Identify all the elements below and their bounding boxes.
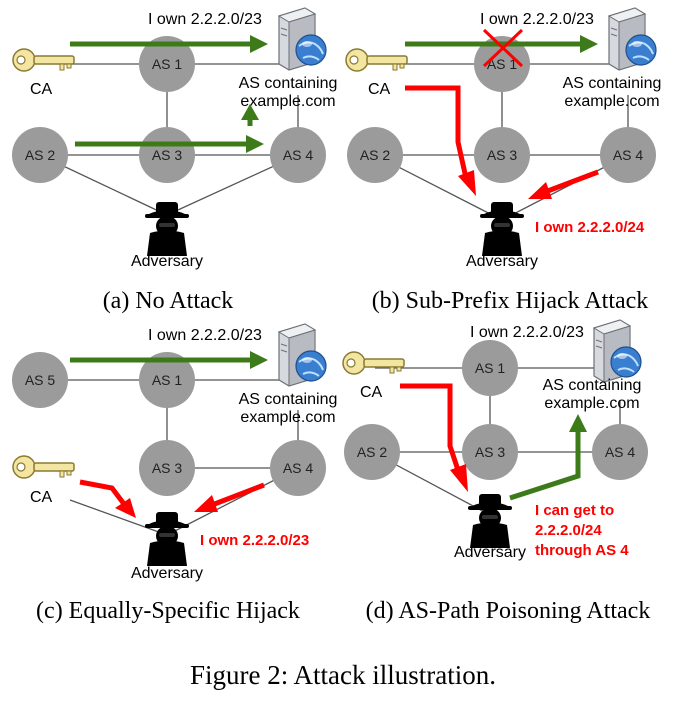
arrowhead [528,182,552,199]
node-label: AS 3 [487,147,518,163]
panel-a: CA AS 1 AS 2 AS 3 AS 4 I own 2.2.2.0/23 … [12,7,338,270]
node-as1 [139,36,195,92]
node-as3 [462,424,518,480]
panel-d: CA AS 1 AS 2 AS 3 AS 4 I own 2.2.2.0/23 … [342,319,648,561]
ca-key-icon [345,48,408,72]
server-icon [608,7,657,71]
server-label: example.com [544,395,639,412]
ca-key-icon [12,455,75,479]
attack-claim: 2.2.2.0/24 [535,522,602,539]
node-label: AS 1 [475,360,506,376]
arrowhead [458,170,476,196]
ca-key-icon [12,48,75,72]
ca-key-icon [342,351,405,375]
panel-caption: (d) AS-Path Poisoning Attack [366,598,651,624]
adversary-label: Adversary [454,544,526,561]
panel-caption: (b) Sub-Prefix Hijack Attack [372,288,649,314]
cross-icon [482,28,524,68]
arrowhead [241,104,259,120]
node-as2 [344,424,400,480]
node-label: AS 3 [152,147,183,163]
node-label: AS 4 [605,444,636,460]
node-as1 [474,36,530,92]
node-label: AS 4 [283,460,314,476]
server-label: example.com [240,93,335,110]
node-label: AS 2 [25,147,56,163]
arrowhead [250,35,268,53]
attack-claim: I own 2.2.2.0/24 [535,219,645,236]
arrowhead [580,35,598,53]
attack-arrow [405,85,469,179]
node-as1 [462,340,518,396]
attack-arrow [544,169,599,195]
ca-label: CA [360,384,383,401]
server-icon [593,319,642,383]
server-icon [278,323,327,387]
node-label: AS 2 [360,147,391,163]
adversary-label: Adversary [131,253,203,270]
attack-arrow [79,479,126,506]
node-as2 [347,127,403,183]
arrowhead [115,498,136,518]
server-label: example.com [240,409,335,426]
server-label: example.com [564,93,659,110]
server-label: AS containing [543,377,642,394]
claim-label: I own 2.2.2.0/23 [480,11,594,28]
node-as1 [139,352,195,408]
server-label: AS containing [239,391,338,408]
route-arrow [509,432,581,501]
node-label: AS 4 [613,147,644,163]
attack-claim: through AS 4 [535,542,629,559]
arrowhead [569,414,587,432]
node-as5 [12,352,68,408]
node-as3 [139,127,195,183]
arrowhead [450,464,468,492]
arrowhead [250,351,268,369]
arrowhead [194,495,218,512]
claim-label: I own 2.2.2.0/23 [148,11,262,28]
ca-label: CA [30,81,53,98]
ca-label: CA [30,489,53,506]
node-label: AS 4 [283,147,314,163]
node-as4 [592,424,648,480]
server-label: AS containing [239,75,338,92]
node-as4 [600,127,656,183]
node-as2 [12,127,68,183]
node-label: AS 5 [25,372,56,388]
arrowhead [246,135,264,153]
figure-caption: Figure 2: Attack illustration. [190,660,496,690]
node-label: AS 1 [487,56,518,72]
node-as3 [139,440,195,496]
claim-label: I own 2.2.2.0/23 [148,327,262,344]
attack-arrow [400,383,461,471]
panel-b: CA AS 1 AS 2 AS 3 AS 4 I own 2.2.2.0/23 … [345,7,662,270]
server-icon [278,7,327,71]
node-label: AS 1 [152,372,183,388]
adversary-icon [468,494,512,548]
ca-label: CA [368,81,391,98]
attack-arrow [211,482,265,508]
adversary-icon [145,202,189,256]
server-label: AS containing [563,75,662,92]
panel-c: CA AS 5 AS 1 AS 3 AS 4 I own 2.2.2.0/23 … [12,323,338,582]
node-as3 [474,127,530,183]
node-label: AS 3 [475,444,506,460]
attack-claim: I own 2.2.2.0/23 [200,532,309,549]
node-label: AS 2 [357,444,388,460]
node-as4 [270,127,326,183]
adversary-icon [480,202,524,256]
panel-caption: (c) Equally-Specific Hijack [36,598,300,624]
claim-label: I own 2.2.2.0/23 [470,324,584,341]
node-label: AS 1 [152,56,183,72]
adversary-label: Adversary [131,565,203,582]
attack-claim: I can get to [535,502,614,519]
adversary-icon [145,512,189,566]
panel-caption: (a) No Attack [103,288,234,314]
node-label: AS 3 [152,460,183,476]
adversary-label: Adversary [466,253,538,270]
node-as4 [270,440,326,496]
